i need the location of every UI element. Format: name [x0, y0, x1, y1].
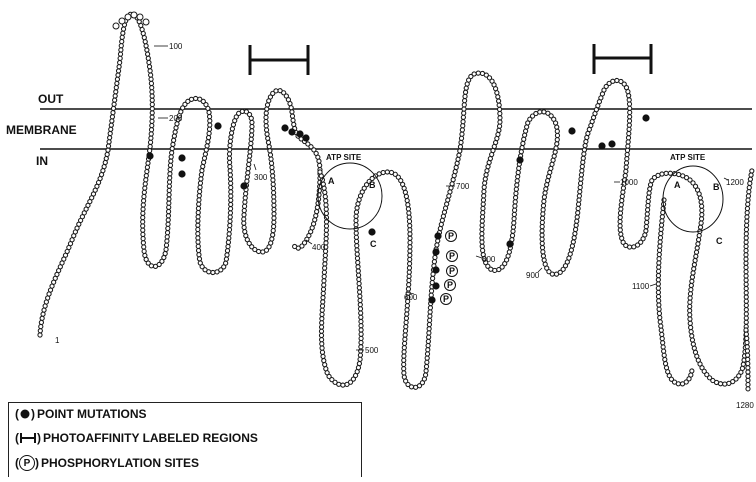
legend-item-photoaffinity: ( ) PHOTOAFFINITY LABELED REGIONS [15, 431, 258, 445]
atp-site-label: ATP SITE [670, 153, 706, 162]
bracket-legend-icon: ( ) [15, 431, 41, 445]
svg-text:P: P [449, 266, 455, 276]
phosphorylation-legend-icon: ( P ) [15, 455, 39, 471]
atp-motif-c: C [370, 239, 377, 249]
atp-motif-b: B [369, 180, 376, 190]
point-mutation-dot [288, 128, 295, 135]
legend-label-photoaffinity: PHOTOAFFINITY LABELED REGIONS [43, 431, 258, 445]
point-mutation-dot [516, 156, 523, 163]
residue-label-900: 900 [526, 271, 540, 280]
region-label-membrane: MEMBRANE [6, 123, 77, 137]
residue-label-300: 300 [254, 173, 268, 182]
atp-motif-a: A [674, 180, 681, 190]
point-mutation-dot [506, 240, 513, 247]
legend-label-phosphorylation: PHOSPHORYLATION SITES [41, 456, 199, 470]
residue-label-400: 400 [312, 243, 326, 252]
photoaffinity-bracket [594, 44, 651, 74]
legend: ( ) POINT MUTATIONS ( ) PHOTOAFFINITY LA… [8, 402, 362, 477]
point-mutation-dot [642, 114, 649, 121]
point-mutation-dot [434, 232, 441, 239]
legend-item-phosphorylation: ( P ) PHOSPHORYLATION SITES [15, 455, 199, 471]
residue-label-800: 800 [482, 255, 496, 264]
point-mutation-dot [608, 140, 615, 147]
phosphorylation-sites: P P P P P [441, 231, 458, 305]
point-mutation-dot [368, 228, 375, 235]
point-mutation-dot [302, 134, 309, 141]
svg-text:P: P [449, 251, 455, 261]
polypeptide-chain-n-half [40, 14, 752, 392]
residue-label-600: 600 [404, 293, 418, 302]
point-mutation-dot [432, 248, 439, 255]
phosphorylation-site: P [447, 266, 458, 277]
residue-label-1000: 1000 [620, 178, 638, 187]
point-mutation-dot [432, 266, 439, 273]
point-mutation-markers [146, 114, 649, 303]
phosphorylation-site: P [445, 280, 456, 291]
svg-text:P: P [447, 280, 453, 290]
residue-label-200: 200 [169, 114, 183, 123]
residue-label-500: 500 [365, 346, 379, 355]
atp-motif-b: B [713, 182, 720, 192]
svg-text:P: P [448, 231, 454, 241]
point-mutation-dot [146, 152, 153, 159]
region-label-out: OUT [38, 92, 64, 106]
residue-label-100: 100 [169, 42, 183, 51]
phosphorylation-site: P [447, 251, 458, 262]
residue-label-700: 700 [456, 182, 470, 191]
photoaffinity-bracket [250, 45, 308, 75]
point-mutation-dot [214, 122, 221, 129]
residue-label-1280: 1280 [736, 401, 754, 410]
region-label-in: IN [36, 154, 48, 168]
point-mutation-dot [178, 154, 185, 161]
residue-label-1200: 1200 [726, 178, 744, 187]
n-terminal-tail [113, 12, 149, 29]
legend-label-point-mutations: POINT MUTATIONS [37, 407, 147, 421]
point-mutation-dot [240, 182, 247, 189]
atp-motif-c: C [716, 236, 723, 246]
phosphorylation-site: P [446, 231, 457, 242]
point-mutation-dot [281, 124, 288, 131]
atp-motif-a: A [328, 176, 335, 186]
atp-site-2: ATP SITE A B C [663, 153, 723, 246]
svg-text:P: P [443, 294, 449, 304]
residue-label-1100: 1100 [632, 282, 650, 291]
point-mutation-dot [428, 296, 435, 303]
legend-item-point-mutations: ( ) POINT MUTATIONS [15, 407, 147, 421]
phosphorylation-site: P [441, 294, 452, 305]
point-mutation-dot [296, 130, 303, 137]
point-mutation-dot [568, 127, 575, 134]
atp-site-label: ATP SITE [326, 153, 362, 162]
point-mutation-dot [432, 282, 439, 289]
residue-label-1: 1 [55, 336, 60, 345]
point-mutation-dot [598, 142, 605, 149]
point-mutation-dot [178, 170, 185, 177]
point-mutation-legend-icon: ( ) [15, 407, 35, 421]
